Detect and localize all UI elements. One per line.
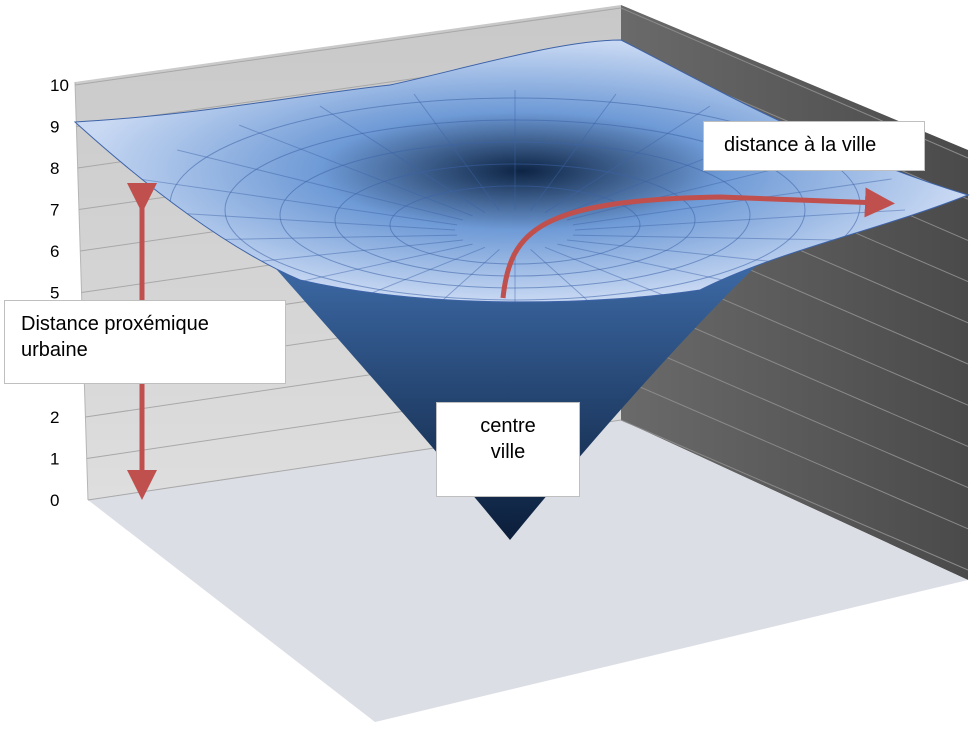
- callout-centre-ville: centre ville: [436, 402, 580, 497]
- funnel-cone: [270, 262, 760, 540]
- mesh-line: [544, 246, 711, 302]
- mesh-line: [319, 105, 486, 214]
- mesh-line: [239, 124, 473, 217]
- side-gridline: [620, 337, 969, 489]
- mesh-line: [544, 105, 711, 214]
- z-axis-ticks: 012345678910: [50, 76, 69, 510]
- callout-distance-text: distance à la ville: [724, 134, 877, 156]
- mesh-ring: [334, 163, 696, 277]
- side-gridline: [620, 378, 969, 530]
- back-gridline: [74, 7, 622, 86]
- z-tick-label: 0: [50, 491, 59, 510]
- mesh-line: [574, 209, 906, 231]
- surface-mesh: [124, 90, 906, 302]
- z-tick-label: 9: [50, 118, 59, 137]
- z-tick-label: 7: [50, 201, 59, 220]
- mesh-ring: [279, 141, 751, 289]
- z-tick-label: 10: [50, 76, 69, 95]
- left-wall-edge: [74, 81, 89, 501]
- callout-distance-ville: distance à la ville: [703, 121, 925, 171]
- mesh-line: [177, 149, 464, 221]
- distance-arrow: [500, 187, 895, 299]
- z-tick-label: 2: [50, 408, 59, 427]
- side-gridline: [620, 419, 969, 571]
- callout-centre-line2: ville: [490, 441, 526, 463]
- callout-proxemique-line1: Distance proxémique: [21, 313, 209, 335]
- mesh-line: [138, 178, 458, 226]
- mesh-line: [413, 248, 500, 302]
- z-tick-label: 5: [50, 284, 59, 303]
- mesh-line: [530, 93, 617, 211]
- floor: [88, 420, 968, 722]
- funnel-surface: [73, 39, 970, 303]
- mesh-line: [572, 178, 892, 226]
- z-tick-label: 6: [50, 242, 59, 261]
- mesh-line: [319, 246, 486, 302]
- callout-proxemique-line2: urbaine: [21, 339, 88, 361]
- mesh-ring: [224, 119, 806, 301]
- z-tick-label: 1: [50, 450, 59, 469]
- mesh-line: [413, 93, 500, 211]
- mesh-ring: [389, 185, 641, 265]
- z-tick-label: 8: [50, 159, 59, 178]
- callout-centre-line1: centre: [480, 415, 536, 437]
- callout-distance-proxemique: Distance proxémique urbaine: [4, 300, 286, 384]
- mesh-line: [530, 248, 617, 302]
